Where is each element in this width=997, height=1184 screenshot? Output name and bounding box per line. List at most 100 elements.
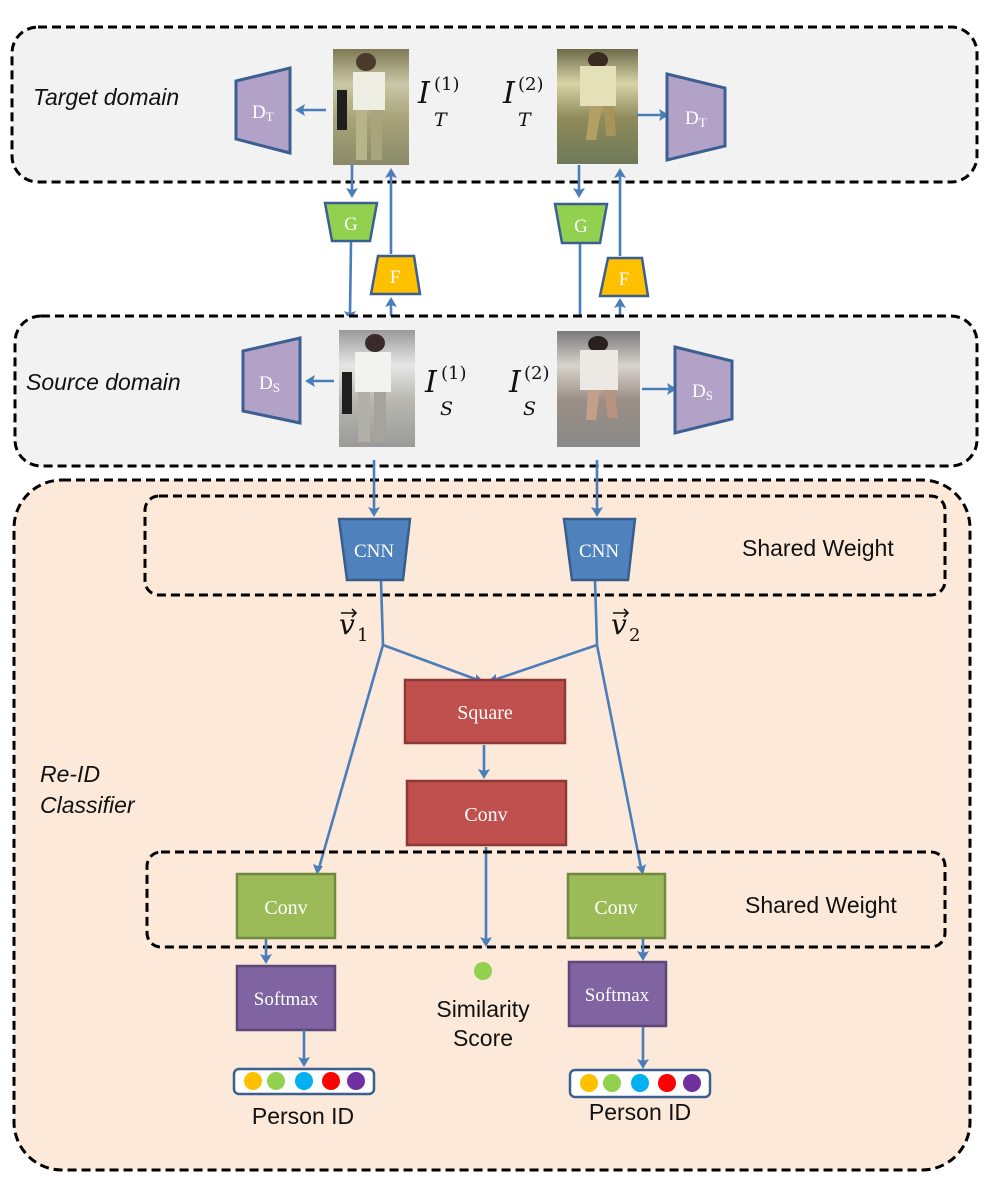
reid-label-line1: Re-ID [40,761,100,787]
arrowhead [368,507,380,517]
generator-g-label: G [344,214,358,235]
person-head [365,334,385,352]
person-leg [604,390,618,418]
source-domain-label: Source domain [26,369,181,395]
arrowhead [478,769,490,779]
vector-subscript: 1 [357,625,368,646]
person-id-dot [658,1074,676,1092]
svg-text:I: I [508,365,522,400]
arrow-v1-to-conv-left [317,644,385,869]
conv-right-block [566,872,667,940]
person-image-target-1 [333,49,409,165]
discriminator-subscript: S [706,388,713,403]
svg-text:DS: DS [259,373,280,395]
square-block [403,678,567,745]
arrow-v2-to-square [493,643,598,682]
discriminator-subscript: T [699,115,707,130]
softmax-right-block [567,960,668,1028]
image-symbol: I [502,76,516,111]
generator-f-label: F [390,267,401,288]
generator-f-label: F [619,269,630,290]
arrowhead [614,298,626,308]
cnn-left: CNN [337,517,412,582]
image-subscript: T [518,109,532,131]
conv-left-block [235,872,337,940]
svg-text:DS: DS [692,381,713,403]
person-id-dot [347,1072,365,1090]
person-id-dot [683,1074,701,1092]
arrowhead [591,507,603,517]
line-cnn-left-output [379,580,385,646]
image-symbol: I [424,365,438,400]
shared-weight-group-top [143,494,947,597]
arrowhead [637,951,649,961]
image-superscript: (1) [441,363,467,384]
arrowhead [385,297,397,307]
svg-text:DT: DT [252,102,274,124]
discriminator-shape [665,72,727,162]
person-id-dot [603,1074,621,1092]
line-cnn-right-output [593,580,599,646]
vector-symbol: v [611,608,627,641]
discriminator-label: D [685,108,699,129]
conv-center-label: Conv [464,804,507,826]
generator-pair-left: G F [323,165,422,351]
shared-weight-label-bottom: Shared Weight [745,892,897,918]
arrowhead [659,109,669,121]
image-symbol: I [417,76,431,111]
arrowhead [637,1059,649,1069]
person-head [588,336,608,352]
arrowhead [614,168,626,178]
shared-weight-group-bottom [145,850,947,949]
arrowhead [667,383,677,395]
svg-text:I: I [424,365,438,400]
arrow-v1-to-square [382,643,479,682]
generator-g [553,202,609,245]
person-id-dot [322,1072,340,1090]
softmax-left-label: Softmax [254,989,319,1010]
arrowhead [573,188,585,198]
svg-text:DT: DT [685,108,707,130]
svg-text:I: I [417,76,431,111]
person-id-dot [295,1072,313,1090]
image-subscript: S [440,398,453,420]
discriminator-subscript: T [266,109,274,124]
person-head [588,52,608,68]
target-domain-label: Target domain [33,84,179,110]
person-image-source-1 [339,330,415,447]
square-label: Square [457,702,513,724]
image-symbol: I [508,365,522,400]
reid-classifier-panel: Re-ID Classifier Shared Weight CNN CNN v… [12,460,972,1172]
cnn-shape [562,517,637,582]
person-leg [586,106,602,140]
arrowhead [295,104,305,116]
discriminator-source-left: DS [241,336,302,425]
vector-subscript: 2 [629,625,640,646]
cnn-right: CNN [562,517,637,582]
arrowhead [636,864,646,875]
feature-vector-1: v 1 [339,608,368,646]
softmax-left-block [235,964,337,1032]
person-bag [342,372,352,414]
arrowhead [346,188,358,198]
person-torso [580,66,616,106]
person-id-label-right: Person ID [589,1099,691,1125]
person-image-target-2 [557,49,638,164]
vector-arrow-accent [341,608,358,618]
arrowhead [480,937,492,947]
person-id-dot [580,1074,598,1092]
arrowhead [305,375,315,387]
arrowhead [298,1057,310,1067]
person-leg [371,110,382,160]
discriminator-shape [241,336,302,425]
image-superscript: (2) [524,363,550,384]
discriminator-label: D [259,373,273,394]
person-image-source-2 [557,331,640,447]
arrow-generator-g-to-source [348,241,353,315]
feature-vector-2: v 2 [611,608,640,646]
cnn-label: CNN [579,541,619,562]
generator-f [369,254,422,296]
person-bag [337,90,347,130]
person-leg [586,390,600,420]
person-id-dots-left [244,1072,365,1090]
